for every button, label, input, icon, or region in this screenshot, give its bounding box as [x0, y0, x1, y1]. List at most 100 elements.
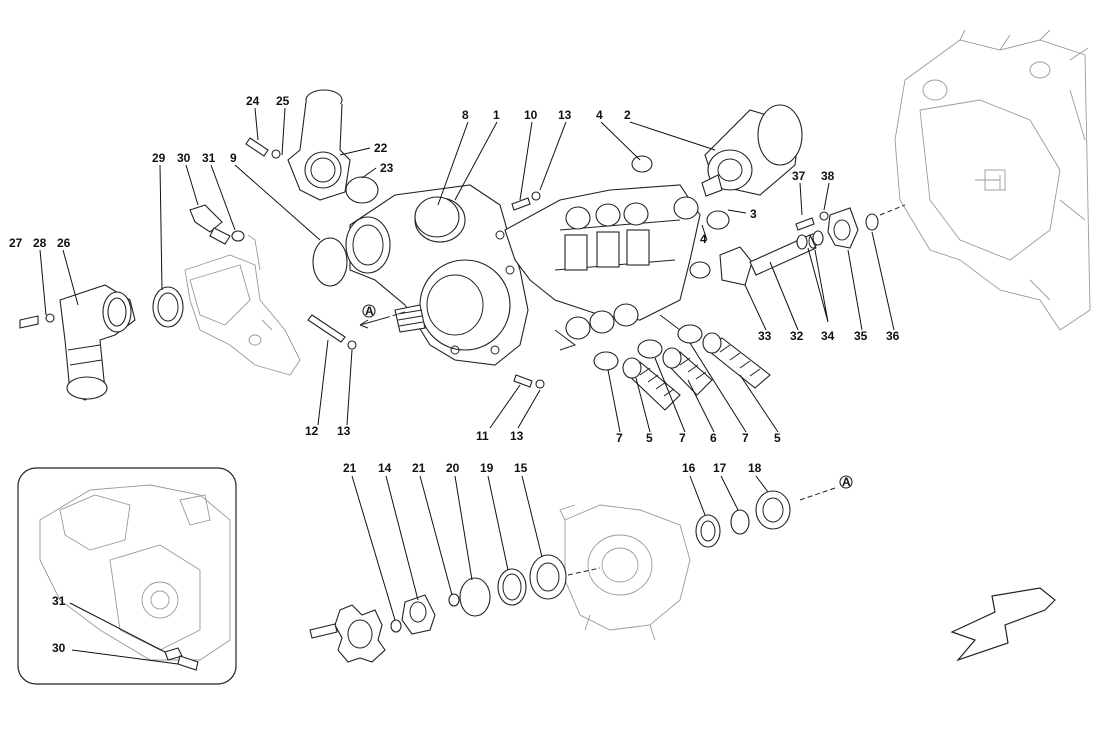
- part-18-seal: [755, 490, 791, 530]
- callout-34: 34: [821, 329, 835, 343]
- part-15-bearing: [529, 554, 567, 600]
- callout-21-a: 21: [343, 461, 357, 475]
- callout-7-b: 7: [679, 431, 686, 445]
- callout-30-inset: 30: [52, 641, 66, 655]
- engine-housing-right: [894, 29, 1091, 331]
- callout-21-b: 21: [412, 461, 426, 475]
- callout-13-mid: 13: [510, 429, 524, 443]
- callout-29: 29: [152, 151, 166, 165]
- part-4-o-ring-upper: [631, 155, 653, 173]
- part-13-washer: [347, 340, 357, 350]
- callout-11: 11: [476, 429, 489, 443]
- part-36-ring: [865, 213, 879, 231]
- callout-7-c: 7: [742, 431, 749, 445]
- assembly-line-36: [879, 204, 906, 216]
- part-3-seal: [706, 210, 730, 230]
- callout-22: 22: [374, 141, 388, 155]
- part-38-washer: [819, 211, 829, 221]
- callout-3: 3: [750, 207, 757, 221]
- callout-26: 26: [57, 236, 71, 250]
- callout-30: 30: [177, 151, 191, 165]
- callout-7-a: 7: [616, 431, 623, 445]
- callout-14: 14: [378, 461, 392, 475]
- callout-5-a: 5: [646, 431, 653, 445]
- callout-24: 24: [246, 94, 260, 108]
- ref-mark-a-lower: A: [842, 475, 851, 489]
- callout-1: 1: [493, 108, 500, 122]
- ref-mark-a-upper: A: [365, 304, 374, 318]
- callout-25: 25: [276, 94, 290, 108]
- part-34-ring-b: [812, 230, 824, 246]
- part-30-temperature-sensor: [189, 204, 245, 245]
- part-20-circlip: [459, 577, 491, 617]
- callout-31: 31: [202, 151, 216, 165]
- part-4-o-ring-lower: [689, 261, 711, 279]
- callout-20: 20: [446, 461, 460, 475]
- leader-lines: [39, 107, 895, 665]
- inset-detail: [17, 467, 237, 685]
- callout-6: 6: [710, 431, 717, 445]
- part-33-plate: [719, 246, 753, 286]
- reference-arrow-a-upper: [359, 304, 406, 329]
- part-2-oil-filter: [701, 104, 803, 197]
- callout-35: 35: [854, 329, 868, 343]
- callout-labels: 8 1 10 13 4 2 24 25 22 23 29 30 31 9 27 …: [9, 94, 900, 655]
- part-17-snap-ring: [730, 509, 750, 535]
- part-8-o-ring: [414, 196, 460, 238]
- part-35-bushing: [827, 207, 859, 249]
- callout-23: 23: [380, 161, 394, 175]
- part-7-o-ring-b: [637, 339, 663, 359]
- callout-8: 8: [462, 108, 469, 122]
- callout-13-left: 13: [337, 424, 351, 438]
- callout-38: 38: [821, 169, 835, 183]
- part-5-strainer-right: [702, 332, 771, 389]
- callout-13: 13: [558, 108, 572, 122]
- callout-9: 9: [230, 151, 237, 165]
- part-26-thermostat-housing: [59, 284, 136, 401]
- callout-32: 32: [790, 329, 804, 343]
- callout-2: 2: [624, 108, 631, 122]
- part-25-elbow-pipe: [287, 89, 351, 201]
- part-21-washer-a: [390, 619, 402, 633]
- callout-17: 17: [713, 461, 727, 475]
- part-7-o-ring-c: [677, 324, 703, 344]
- part-1-pump-body: [345, 184, 529, 366]
- part-9-o-ring: [312, 237, 348, 287]
- part-27-bolt: [19, 313, 55, 329]
- callout-33: 33: [758, 329, 772, 343]
- reference-arrow-a-lower: [799, 475, 853, 501]
- part-21-washer-b: [448, 593, 460, 607]
- callout-31-inset: 31: [52, 594, 66, 608]
- pump-housing-bottom: [559, 504, 691, 641]
- part-16-seal: [695, 514, 721, 548]
- oil-pump-body: [504, 184, 701, 351]
- callout-28: 28: [33, 236, 47, 250]
- callout-4-lower: 4: [700, 232, 707, 246]
- callout-16: 16: [682, 461, 696, 475]
- callout-19: 19: [480, 461, 494, 475]
- callout-12: 12: [305, 424, 319, 438]
- part-24-bolt: [245, 137, 269, 157]
- part-14-gear-assembly: [309, 594, 436, 663]
- part-7-o-ring-a: [593, 351, 619, 371]
- callout-18: 18: [748, 461, 762, 475]
- part-11-bolt: [513, 374, 533, 388]
- assembly-line-15: [567, 567, 601, 576]
- callout-27: 27: [9, 236, 23, 250]
- callout-5-b: 5: [774, 431, 781, 445]
- engine-cover-left: [184, 234, 301, 376]
- callout-37: 37: [792, 169, 806, 183]
- callout-10: 10: [524, 108, 538, 122]
- part-6-strainer-center: [662, 347, 713, 396]
- part-37-bolt: [795, 217, 815, 231]
- part-5-strainer-left: [622, 357, 681, 411]
- callout-15: 15: [514, 461, 528, 475]
- part-34-ring-a: [796, 234, 808, 250]
- callout-4: 4: [596, 108, 603, 122]
- part-23-o-ring: [345, 176, 379, 204]
- part-12-bolt: [307, 314, 346, 343]
- direction-arrow-icon: [950, 587, 1056, 662]
- callout-36: 36: [886, 329, 900, 343]
